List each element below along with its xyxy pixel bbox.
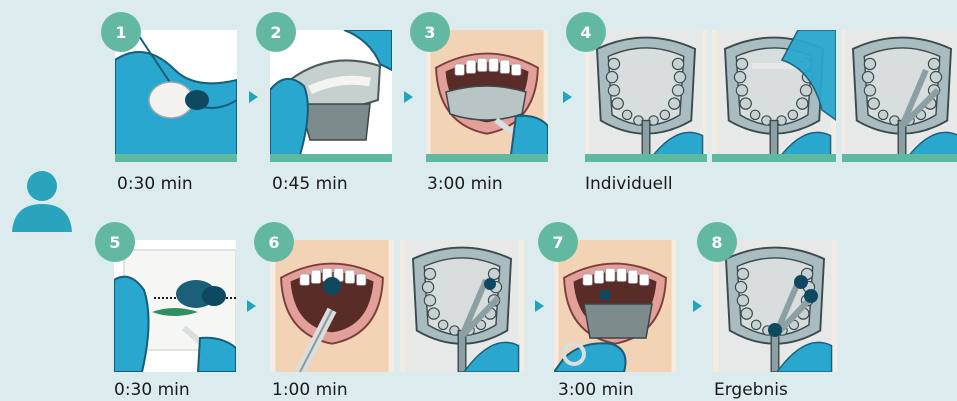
step-5-time: 0:30 min — [114, 380, 190, 400]
step-1-time: 0:30 min — [117, 174, 193, 194]
step-7-time: 3:00 min — [558, 380, 634, 400]
step-8-label: Ergebnis — [714, 380, 788, 400]
step-8-image — [713, 240, 837, 372]
step-5-badge: 5 — [95, 222, 135, 262]
step-4-image-b — [712, 30, 836, 162]
step-1-image — [115, 30, 237, 162]
step-6-time: 1:00 min — [272, 380, 348, 400]
step-1-badge: 1 — [101, 12, 141, 52]
arrow-right-icon — [563, 91, 572, 103]
step-3-badge: 3 — [410, 12, 450, 52]
step-4-time: Individuell — [585, 174, 673, 194]
step-5-image — [114, 240, 236, 372]
arrow-right-icon — [693, 300, 702, 312]
step-2-image — [270, 30, 392, 162]
step-6-image-b — [400, 240, 524, 372]
arrow-right-icon — [249, 91, 258, 103]
step-6-image-a — [270, 240, 394, 372]
step-2-time: 0:45 min — [272, 174, 348, 194]
step-7-badge: 7 — [538, 222, 578, 262]
step-4-image-c — [842, 30, 957, 162]
step-3-image — [426, 30, 548, 162]
arrow-right-icon — [247, 300, 256, 312]
step-4-image-a — [585, 30, 707, 162]
arrow-right-icon — [404, 91, 413, 103]
step-4-badge: 4 — [566, 12, 606, 52]
step-8-badge: 8 — [697, 222, 737, 262]
step-7-image — [554, 240, 676, 372]
arrow-right-icon — [535, 300, 544, 312]
step-6-badge: 6 — [254, 222, 294, 262]
step-3-time: 3:00 min — [427, 174, 503, 194]
user-icon — [10, 168, 74, 234]
step-2-badge: 2 — [256, 12, 296, 52]
